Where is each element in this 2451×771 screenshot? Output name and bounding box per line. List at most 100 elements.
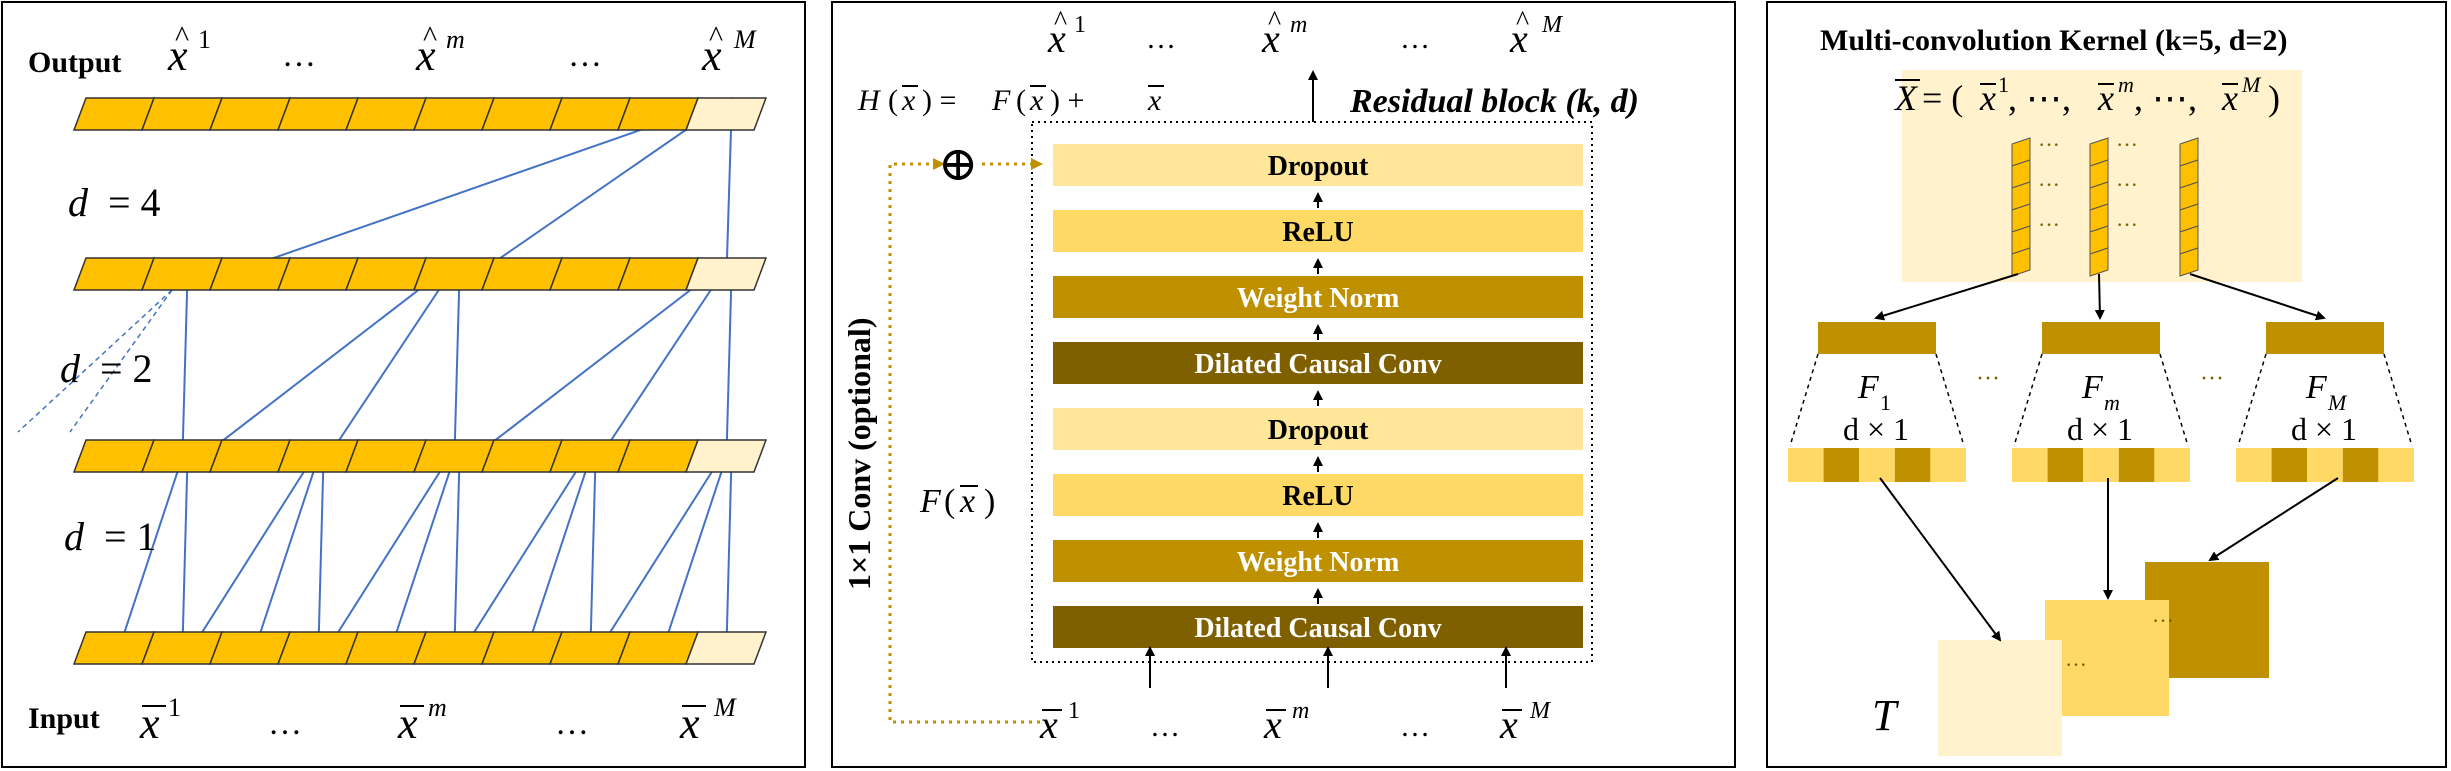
svg-text:x: x [167, 31, 188, 80]
output-xhat-1: x ^ 1 [167, 20, 211, 80]
layer-label: Dropout [1268, 415, 1369, 446]
layer-relu [1053, 474, 1583, 516]
sequence-cell [140, 439, 224, 473]
dilation-link [453, 257, 461, 473]
filter-sub: m [2104, 390, 2120, 415]
svg-text:) =: ) = [922, 84, 956, 117]
dilation-link [725, 257, 733, 473]
filter-size: d × 1 [1843, 411, 1909, 447]
receptive-cell [1788, 448, 1824, 482]
layer-label: Dilated Causal Conv [1194, 613, 1441, 644]
output-ellipsis-1: … [282, 37, 316, 74]
dilation-link [657, 439, 733, 665]
dilation-link-offscreen [69, 289, 173, 433]
filter-dots: ··· [2200, 366, 2224, 392]
sequence-cell [412, 439, 496, 473]
input-xbar-m: x m [397, 693, 447, 748]
sequence-cell [208, 631, 292, 665]
layer-dropout [1053, 408, 1583, 450]
filter-head [1818, 322, 1936, 354]
sequence-cell [480, 97, 564, 131]
dilation-link [521, 439, 597, 665]
rb-output-ellipsis-1: … [1146, 22, 1176, 55]
svg-text:1: 1 [1068, 698, 1080, 724]
rb-output-xhat-1: x ^ 1 [1047, 6, 1086, 61]
rb-output-xhat-m: x ^ m [1261, 6, 1307, 61]
sequence-cell [548, 257, 632, 291]
sequence-cell [72, 631, 156, 665]
svg-text:x: x [2097, 78, 2114, 118]
rb-output-xhat-M: x ^ M [1509, 6, 1564, 61]
column-to-filter-arrow [1874, 273, 2019, 321]
svg-text:H: H [857, 84, 882, 117]
filter-size: d × 1 [2291, 411, 2357, 447]
layer-label: Weight Norm [1237, 547, 1400, 578]
filter-edge [1935, 353, 1965, 447]
svg-text:m: m [2118, 72, 2134, 97]
svg-text:x: x [679, 699, 700, 748]
mck-title: Multi-convolution Kernel (k=5, d=2) [1820, 24, 2288, 57]
column-dots: ··· [2116, 172, 2138, 197]
receptive-cell [2236, 448, 2272, 482]
dilation-link [453, 257, 733, 473]
filter-name: F [1857, 369, 1880, 406]
dilation-link [317, 439, 325, 665]
output-label: Output [28, 46, 121, 79]
layer-label: ReLU [1282, 481, 1354, 512]
sequence-cell [684, 439, 768, 473]
sequence-cell [344, 631, 428, 665]
svg-text:x: x [901, 84, 916, 117]
svg-text:x: x [1147, 84, 1162, 117]
layer-dilated-causal-conv [1053, 606, 1583, 648]
svg-text:, ⋯,: , ⋯, [2134, 78, 2197, 118]
svg-text:x: x [1499, 702, 1518, 747]
svg-text:M: M [713, 693, 737, 722]
column-to-filter-arrow [2094, 273, 2105, 320]
svg-text:= 4: = 4 [108, 180, 161, 225]
rb-input-xbar-1: x 1 [1039, 698, 1080, 747]
sequence-cell [276, 631, 360, 665]
dilation-link [181, 257, 461, 473]
dilation-link [181, 257, 189, 473]
receptive-cell [2047, 448, 2084, 482]
residual-block-label: Residual block (k, d) [1349, 83, 1639, 120]
svg-text:m: m [1290, 12, 1307, 38]
sequence-cell [140, 631, 224, 665]
dilation-link [589, 439, 597, 665]
input-column-cell [2179, 247, 2199, 277]
dilation-label-4: d = 4 [68, 180, 161, 225]
sequence-cell [208, 257, 292, 291]
sequence-cell [616, 439, 700, 473]
filter-size: d × 1 [2067, 411, 2133, 447]
input-columns: ·················· [2011, 132, 2199, 277]
svg-text:m: m [1292, 698, 1309, 724]
sequence-cell [208, 439, 292, 473]
dilation-label-2: d = 2 [60, 346, 153, 391]
svg-text:, ⋯,: , ⋯, [2008, 78, 2071, 118]
filter-edge [2013, 353, 2043, 447]
f-of-x-label: F ( x ) [919, 483, 995, 520]
output-map-m [2045, 600, 2169, 716]
layer-label: Dilated Causal Conv [1194, 349, 1441, 380]
receptive-cell [1823, 448, 1860, 482]
input-xbar-M: x M [679, 693, 737, 748]
receptive-cell [2083, 448, 2119, 482]
svg-text:(: ( [1016, 84, 1026, 117]
sequence-cell [412, 97, 496, 131]
svg-text:x: x [1047, 16, 1066, 61]
output-map-1 [1938, 640, 2062, 756]
sequence-cell [208, 97, 292, 131]
output-xhat-m: x ^ m [415, 20, 465, 80]
dilation-link [385, 439, 461, 665]
sequence-cell [276, 439, 360, 473]
column-dots: ··· [2038, 212, 2060, 237]
svg-text:) +: ) + [1050, 84, 1084, 117]
dilation-link [589, 257, 733, 473]
svg-text:^: ^ [1054, 6, 1067, 37]
sequence-cell [72, 97, 156, 131]
receptive-cell [2154, 448, 2190, 482]
sequence-cell [72, 439, 156, 473]
